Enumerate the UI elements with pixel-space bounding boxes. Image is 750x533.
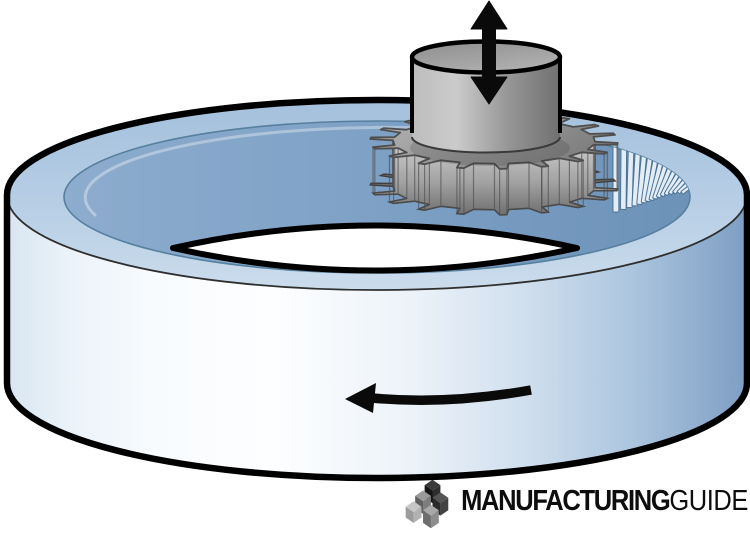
ring-front-top-edge (6, 194, 748, 291)
ring-bore-opening (170, 222, 580, 274)
rotation-arrow-icon (345, 383, 532, 413)
logo: MANUFACTURINGGUIDE (401, 475, 748, 532)
logo-text-bold: MANUFACTURING (461, 485, 671, 517)
ring-outline (3, 96, 750, 482)
logo-cubes-icon (405, 479, 449, 528)
shank-front-face (412, 57, 560, 153)
logo-text-light: GUIDE (669, 485, 748, 517)
ring-workpiece (3, 96, 750, 482)
shank-bottom-edge (411, 136, 561, 154)
logo-text: MANUFACTURINGGUIDE (461, 475, 748, 532)
cutter-shank (409, 39, 563, 154)
ring-inner-highlight (83, 125, 472, 217)
reciprocation-arrow-icon (470, 0, 508, 105)
ring-front-wall (7, 195, 747, 478)
